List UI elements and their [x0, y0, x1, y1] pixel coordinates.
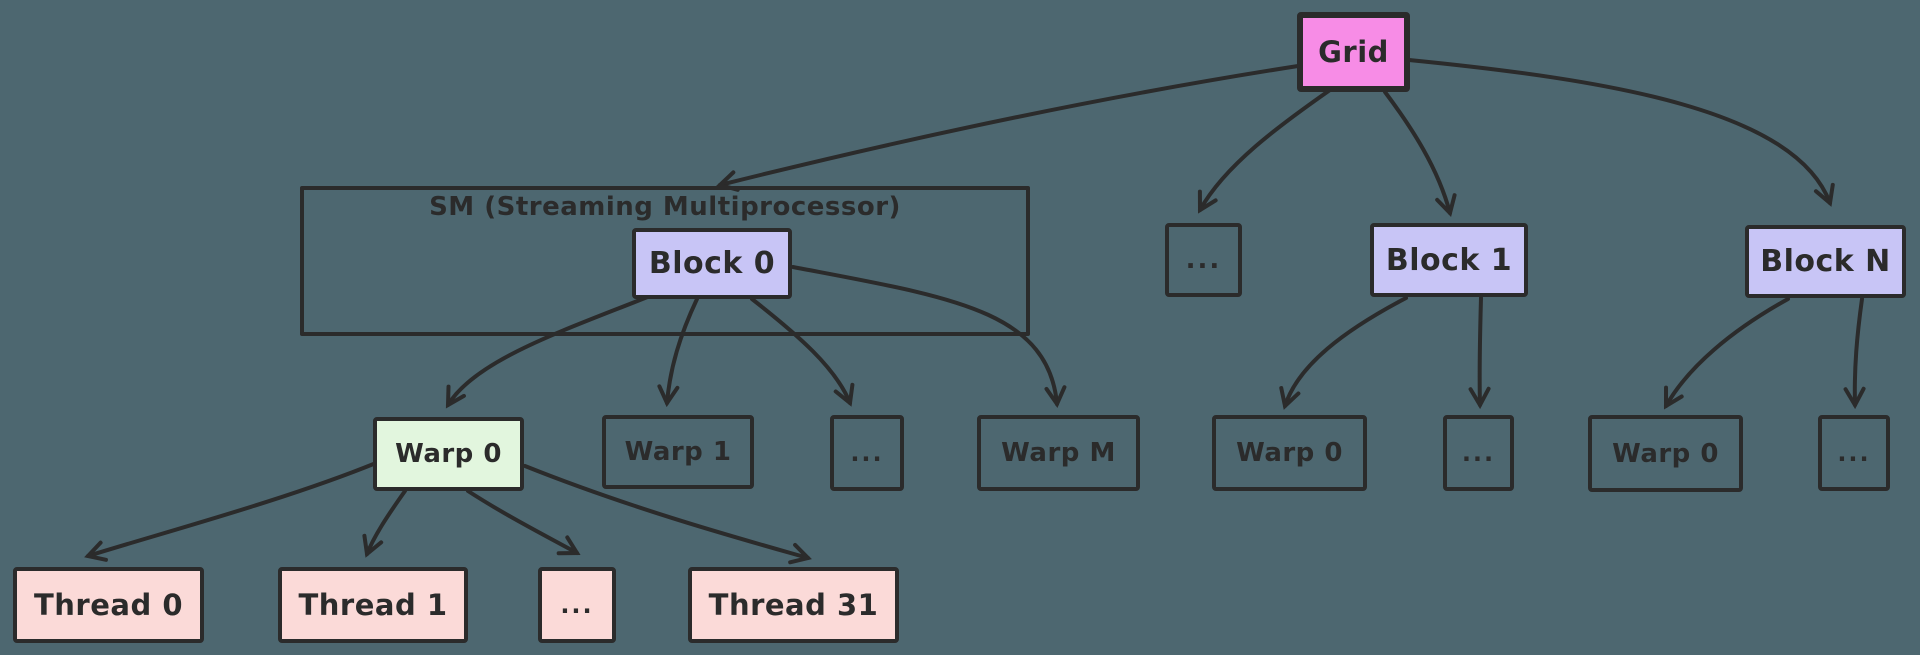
arrow-warp0-to-thread0-icon [88, 461, 378, 556]
grid-label: Grid [1318, 35, 1389, 69]
thread0-node: Thread 0 [13, 567, 204, 643]
arrow-grid-to-sm-icon [720, 64, 1300, 185]
threads-ellipsis-label: ... [560, 591, 594, 619]
arrow-blockn-to-ellipsis-icon [1855, 297, 1862, 405]
arrow-blockn-to-warp0-icon [1666, 297, 1790, 406]
warps-ellipsis-label: ... [850, 439, 884, 467]
arrow-block1-to-ellipsis-icon [1480, 296, 1481, 405]
block0-label: Block 0 [648, 246, 776, 281]
block1-label: Block 1 [1385, 242, 1513, 278]
block1-warps-ellipsis-node: ... [1443, 415, 1514, 491]
arrow-block1-to-warp0-icon [1285, 296, 1408, 406]
warp0-node: Warp 0 [373, 417, 524, 491]
blockn-node: Block N [1745, 225, 1906, 298]
arrow-warp0-to-threads-ellipsis-icon [466, 489, 577, 553]
blockn-warp0-label: Warp 0 [1612, 438, 1719, 469]
arrow-grid-to-blockn-icon [1407, 58, 1830, 203]
arrow-grid-to-blocks-ellipsis-icon [1200, 88, 1332, 210]
blockn-warps-ellipsis-label: ... [1837, 439, 1871, 467]
warps-ellipsis-node: ... [830, 415, 904, 491]
blockn-warp0-node: Warp 0 [1588, 415, 1743, 492]
grid-node: Grid [1297, 12, 1410, 92]
thread1-label: Thread 1 [298, 588, 448, 622]
thread1-node: Thread 1 [278, 567, 468, 643]
block1-warp0-node: Warp 0 [1212, 415, 1367, 491]
warpm-node: Warp M [977, 415, 1140, 491]
warpm-label: Warp M [1001, 438, 1116, 468]
threads-ellipsis-node: ... [538, 567, 616, 643]
block1-node: Block 1 [1370, 223, 1528, 297]
thread31-label: Thread 31 [708, 588, 879, 622]
arrow-grid-to-block1-icon [1383, 90, 1450, 213]
block1-warps-ellipsis-label: ... [1461, 439, 1496, 467]
warp1-label: Warp 1 [624, 437, 732, 467]
thread0-label: Thread 0 [34, 588, 183, 622]
thread31-node: Thread 31 [688, 567, 899, 643]
blocks-ellipsis-node: ... [1165, 223, 1242, 297]
sm-container [300, 186, 1030, 336]
blocks-ellipsis-label: ... [1185, 245, 1222, 275]
arrow-warp0-to-thread1-icon [367, 489, 407, 554]
warp1-node: Warp 1 [602, 415, 754, 489]
block1-warp0-label: Warp 0 [1236, 438, 1343, 468]
block0-node: Block 0 [632, 228, 792, 299]
blockn-warps-ellipsis-node: ... [1818, 415, 1890, 491]
blockn-label: Block N [1760, 244, 1891, 279]
warp0-label: Warp 0 [395, 439, 502, 469]
